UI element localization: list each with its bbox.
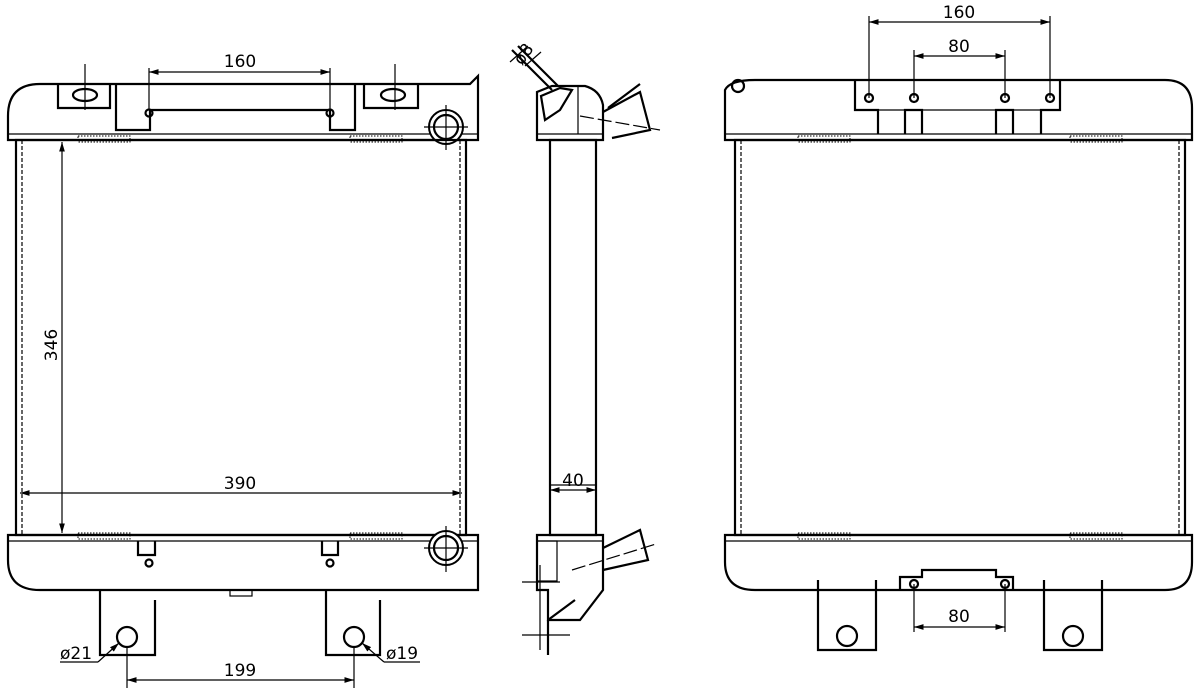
dim-80-top: 80 [948,37,970,57]
bottom-tank [6,533,480,592]
side-bottom-tank [535,533,605,622]
top-tank [6,73,480,142]
dim-199: 199 [224,661,256,681]
dim-160-rear: 160 [943,3,975,23]
dim-80-bottom: 80 [948,607,970,627]
dim-160-front: 160 [224,52,256,72]
side-bracket [546,599,576,655]
bracket-hole-icon [342,625,366,649]
top-left-lug [56,84,112,110]
rear-view: 160 80 80 [723,3,1194,652]
right-bracket [324,590,382,657]
bracket-hole-icon [115,625,139,649]
bracket-hole-icon [1061,624,1085,648]
dim-40: 40 [562,471,584,491]
side-view: ø8 40 [509,40,661,655]
dim-pipe-8: ø8 [510,40,539,69]
left-bracket [98,590,157,657]
side-outlet-pipe [602,528,650,572]
bracket-hole-icon [835,624,859,648]
front-view: 160 346 390 199 ø21 ø19 [6,52,480,688]
rear-right-bracket [1042,580,1104,652]
dim-346: 346 [42,329,62,361]
side-top-tank [535,84,605,142]
side-inlet-pipe [602,90,652,140]
lug-hole-icon [379,87,407,103]
top-mount-rail [114,84,357,132]
rear-tabs [853,80,1062,134]
dim-hole-21: ø21 [60,644,92,664]
rear-left-bracket [816,580,878,652]
dim-390: 390 [224,474,256,494]
rear-top-tank [723,78,1194,142]
top-right-lug [362,84,420,110]
dim-hole-19: ø19 [386,644,418,664]
rear-bottom-tank [723,533,1194,592]
rear-core [733,138,1187,537]
